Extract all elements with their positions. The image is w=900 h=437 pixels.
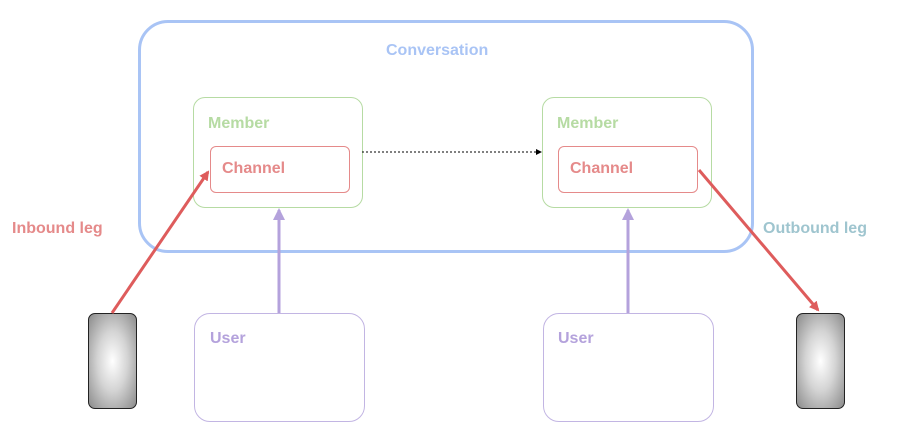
channel-label-right: Channel [570,160,634,177]
conversation-label: Conversation [386,42,489,59]
outbound-leg-arrow [697,169,820,312]
channel-box-right [558,146,698,193]
phone-device-icon-left [88,313,137,409]
channel-label-left: Channel [222,160,286,177]
phone-device-icon-right [796,313,845,409]
inbound-leg-label: Inbound leg [12,220,103,237]
outbound-leg-label: Outbound leg [763,220,867,237]
member-label-left: Member [208,115,270,132]
member-box-right [542,97,712,208]
user-box-right [543,313,714,422]
user-label-left: User [210,330,246,347]
conversation-box [138,20,754,253]
user-box-left [194,313,365,422]
member-label-right: Member [557,115,619,132]
channel-box-left [210,146,350,193]
inbound-leg-arrow [110,170,210,314]
user-label-right: User [558,330,594,347]
